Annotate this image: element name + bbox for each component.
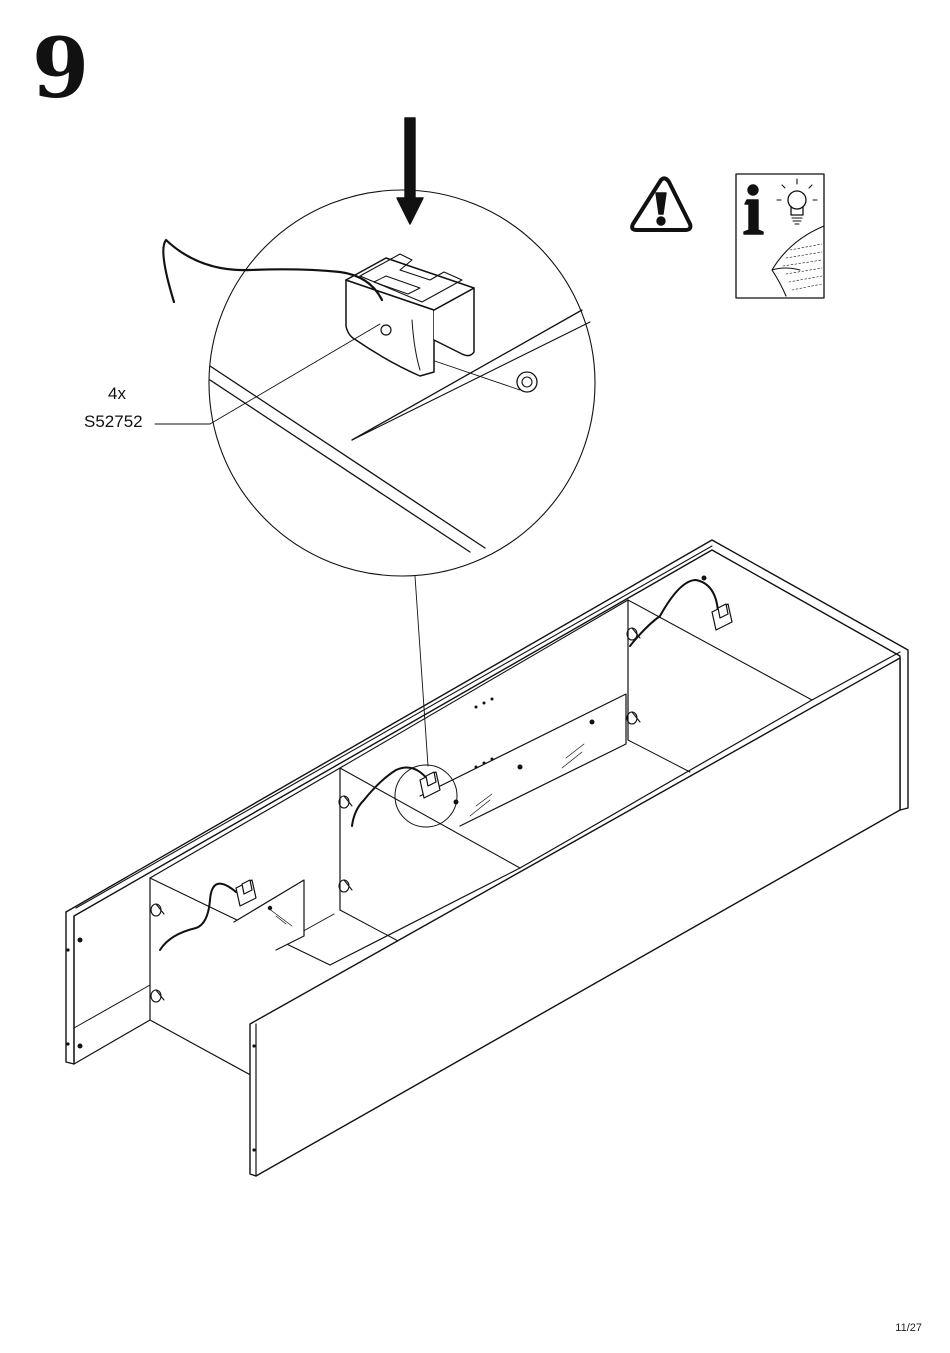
- part-leader-line: [155, 324, 380, 424]
- info-lightbulb-icon: [736, 174, 824, 298]
- warning-triangle-icon: [632, 178, 690, 230]
- detail-magnifier: [163, 190, 595, 576]
- magnifier-leader-line: [415, 576, 428, 766]
- cabinet-body: [66, 540, 908, 1176]
- insert-direction-arrow: [397, 118, 423, 224]
